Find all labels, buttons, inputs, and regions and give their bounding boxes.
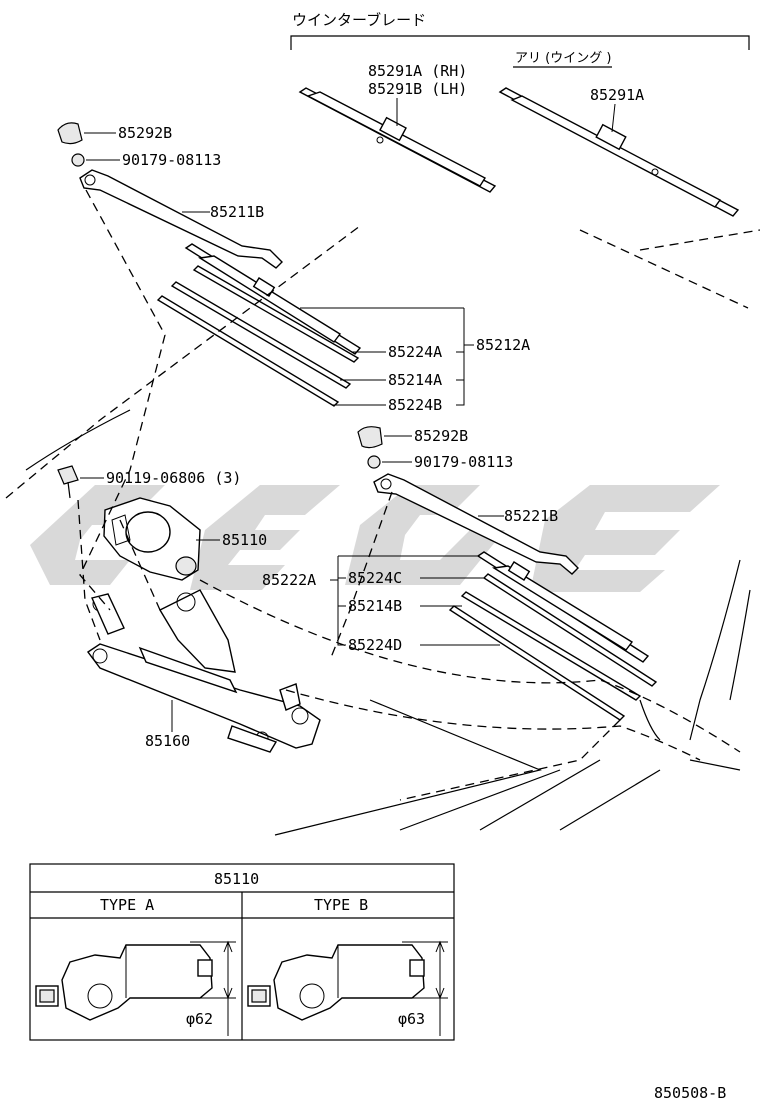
leader-85291A bbox=[611, 103, 616, 133]
nut-90179-top bbox=[71, 153, 85, 167]
label-85222A: 85222A bbox=[262, 571, 316, 589]
bracket-85212A bbox=[456, 308, 474, 406]
cap-85292B-top bbox=[57, 122, 83, 145]
wiper-link-85160 bbox=[86, 589, 321, 753]
wiper-blade-85222A bbox=[476, 551, 650, 663]
table-col-type-b: TYPE B bbox=[314, 896, 368, 914]
label-85291A: 85291A bbox=[590, 86, 644, 104]
label-85212A: 85212A bbox=[476, 336, 530, 354]
label-85291A-rh: 85291A (RH) bbox=[368, 62, 467, 80]
blade-rubber-85224C bbox=[482, 573, 658, 687]
cap-85292B-mid bbox=[357, 426, 383, 449]
watermark-shape-2 bbox=[190, 485, 340, 590]
nut-90179-mid bbox=[367, 455, 381, 469]
label-90179-top: 90179-08113 bbox=[122, 151, 221, 169]
vehicle-body-outline bbox=[5, 189, 760, 836]
label-85292B-top: 85292B bbox=[118, 124, 172, 142]
blade-rubber-85224D bbox=[448, 605, 626, 721]
dim-type-a: φ62 bbox=[186, 1010, 213, 1028]
label-85214B: 85214B bbox=[348, 597, 402, 615]
label-85214A: 85214A bbox=[388, 371, 442, 389]
label-85224C: 85224C bbox=[348, 569, 402, 587]
wiper-blade-85212A bbox=[184, 243, 362, 355]
label-85211B: 85211B bbox=[210, 203, 264, 221]
label-85221B: 85221B bbox=[504, 507, 558, 525]
label-90119: 90119-06806 (3) bbox=[106, 469, 241, 487]
dim-type-b: φ63 bbox=[398, 1010, 425, 1028]
motor-type-a-drawing bbox=[35, 940, 236, 1036]
label-85292B-mid: 85292B bbox=[414, 427, 468, 445]
winter-blade-rh-lh bbox=[298, 87, 497, 193]
wiper-arm-85211B bbox=[79, 169, 283, 269]
motor-type-table bbox=[29, 863, 455, 1041]
blade-insert-85214B bbox=[460, 591, 642, 701]
table-title: 85110 bbox=[214, 870, 259, 888]
motor-type-b-drawing bbox=[247, 940, 448, 1036]
blade-rubber-85224A bbox=[192, 265, 360, 363]
table-col-type-a: TYPE A bbox=[100, 896, 154, 914]
wiper-motor-85110 bbox=[103, 497, 201, 581]
wiper-arm-85221B bbox=[373, 473, 579, 575]
label-85224D: 85224D bbox=[348, 636, 402, 654]
watermark-shape-4 bbox=[530, 485, 720, 592]
diagram-code: 850508-B bbox=[654, 1084, 726, 1102]
winter-blade-title: ウインターブレード bbox=[292, 11, 426, 29]
label-85110: 85110 bbox=[222, 531, 267, 549]
winter-blade-bracket bbox=[290, 35, 750, 50]
bolt-90119 bbox=[57, 465, 79, 499]
blade-insert-85214A bbox=[170, 281, 352, 389]
label-85224B: 85224B bbox=[388, 396, 442, 414]
bracket-85222A bbox=[330, 555, 478, 646]
label-90179-mid: 90179-08113 bbox=[414, 453, 513, 471]
label-85291B-lh: 85291B (LH) bbox=[368, 80, 467, 98]
blade-rubber-85224B bbox=[156, 295, 340, 407]
winter-blade-wing bbox=[498, 87, 740, 217]
label-85224A: 85224A bbox=[388, 343, 442, 361]
with-wing-label: アリ (ウイング ) bbox=[515, 51, 611, 66]
label-85160: 85160 bbox=[145, 732, 190, 750]
